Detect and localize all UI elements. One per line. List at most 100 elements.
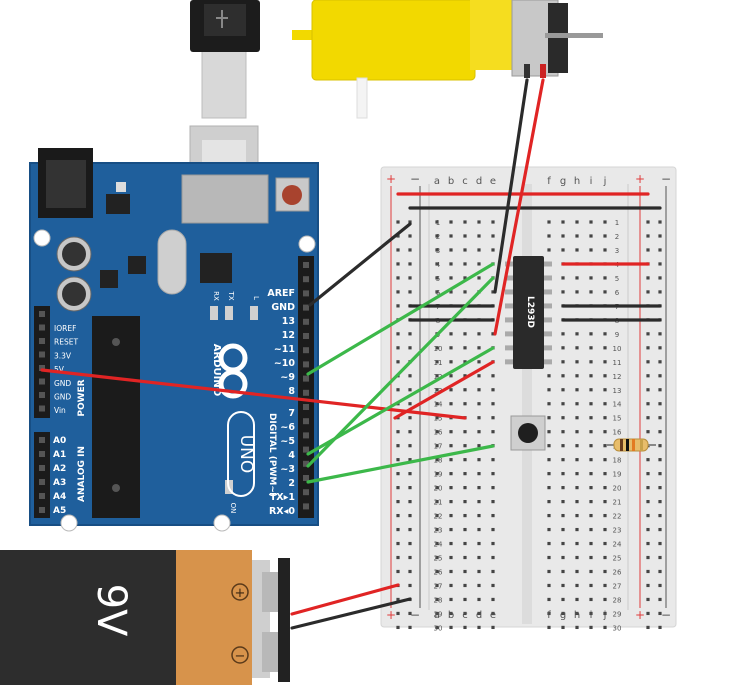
row-label-right: 1 [615, 219, 619, 227]
row-label-right: 10 [613, 345, 622, 353]
wire-5v-chip [393, 360, 495, 420]
rail-sign: + [386, 608, 396, 622]
battery-plus-label: + [235, 586, 246, 601]
row-label-right: 18 [613, 457, 622, 465]
tx-led-label: TX [227, 290, 235, 300]
arduino-uno-board: ARDUINO UNO ON RX TX L DIGITAL (PWM~) PO… [29, 148, 319, 532]
battery-minus-label: − [235, 649, 246, 664]
row-label-right: 14 [613, 401, 622, 409]
analog-pin-label: A3 [53, 478, 66, 488]
row-label-right: 28 [613, 596, 622, 604]
digital-pin-label: ~10 [274, 358, 296, 369]
digital-pin-label: ~3 [280, 464, 295, 475]
rx-led-label: RX [212, 291, 220, 301]
dc-motor [292, 0, 603, 119]
row-label-right: 21 [613, 499, 622, 507]
row-label-left: 20 [434, 485, 443, 493]
power-title: POWER [77, 379, 87, 416]
column-label-bottom: d [476, 610, 482, 621]
digital-pin-label: ~5 [280, 436, 295, 447]
power-pin-label: GND [54, 379, 71, 388]
column-label-bottom: b [448, 610, 454, 621]
row-label-left: 11 [434, 359, 443, 367]
on-led-label: ON [229, 503, 237, 514]
row-label-left: 4 [436, 261, 441, 269]
row-label-right: 27 [613, 582, 622, 590]
row-label-left: 30 [434, 624, 443, 632]
wire-pin-3 [306, 276, 495, 468]
l-led-label: L [252, 296, 260, 300]
row-label-right: 23 [613, 527, 622, 535]
row-label-left: 19 [434, 471, 443, 479]
row-label-right: 19 [613, 471, 622, 479]
column-label-top: j [603, 176, 607, 187]
analog-header [34, 432, 50, 518]
arduino-brand-label: ARDUINO [211, 344, 222, 396]
column-label-top: e [490, 176, 496, 187]
row-label-left: 13 [434, 387, 443, 395]
row-label-left: 14 [434, 401, 443, 409]
row-label-right: 12 [613, 373, 622, 381]
digital-pin-label: RX◂0 [269, 506, 295, 517]
rail-sign: + [635, 608, 645, 622]
push-button[interactable] [510, 415, 546, 451]
row-label-left: 16 [434, 429, 443, 437]
wire-battery-positive [290, 583, 400, 616]
analog-pin-label: A2 [53, 464, 66, 474]
digital-pin-label: 4 [288, 450, 295, 461]
analog-pin-label: A0 [53, 436, 66, 446]
rail-sign: − [661, 608, 671, 622]
row-label-left: 27 [434, 582, 443, 590]
digital-pin-label: TX▸1 [270, 492, 295, 503]
row-label-right: 13 [613, 387, 622, 395]
power-pin-label: IOREF [54, 324, 76, 333]
row-label-right: 22 [613, 513, 622, 521]
column-label-bottom: h [574, 610, 580, 621]
row-label-right: 30 [613, 624, 622, 632]
row-label-left: 29 [434, 610, 443, 618]
column-label-bottom: c [462, 610, 468, 621]
column-label-bottom: i [590, 610, 593, 621]
row-label-right: 3 [615, 247, 619, 255]
row-label-right: 5 [615, 275, 619, 283]
digital-pin-label: AREF [267, 288, 295, 299]
row-label-left: 24 [434, 541, 443, 549]
arduino-model-label: UNO [236, 435, 256, 474]
row-label-right: 6 [615, 289, 620, 297]
digital-pin-label: ~6 [280, 422, 295, 433]
analog-title: ANALOG IN [77, 446, 87, 502]
battery-voltage-label: 9V [88, 584, 134, 637]
column-label-top: c [462, 176, 468, 187]
digital-pin-label: 8 [288, 386, 295, 397]
row-label-left: 28 [434, 596, 443, 604]
row-label-right: 11 [613, 359, 622, 367]
row-label-left: 1 [436, 219, 440, 227]
digital-pin-label: ~9 [280, 372, 295, 383]
arduino-logo [218, 343, 248, 399]
row-label-right: 24 [613, 541, 622, 549]
column-label-top: g [560, 176, 566, 187]
wire-motor-black [493, 78, 529, 294]
row-label-left: 22 [434, 513, 443, 521]
column-label-top: d [476, 176, 482, 187]
chip-label: L293D [525, 296, 535, 328]
row-label-left: 17 [434, 443, 443, 451]
row-label-left: 10 [434, 345, 443, 353]
row-label-left: 26 [434, 569, 443, 577]
row-label-right: 25 [613, 555, 622, 563]
row-label-right: 29 [613, 610, 622, 618]
digital-pin-label: ~11 [274, 344, 295, 355]
row-label-right: 20 [613, 485, 622, 493]
row-label-left: 5 [436, 275, 440, 283]
reset-button-cap[interactable] [282, 185, 302, 205]
column-label-top: h [574, 176, 580, 187]
wire-pin-2 [306, 444, 495, 484]
digital-pin-label: 2 [288, 478, 295, 489]
row-label-left: 18 [434, 457, 443, 465]
row-label-right: 2 [615, 233, 619, 241]
wire-5v [40, 368, 467, 420]
l293d-chip: L293D [505, 256, 552, 369]
